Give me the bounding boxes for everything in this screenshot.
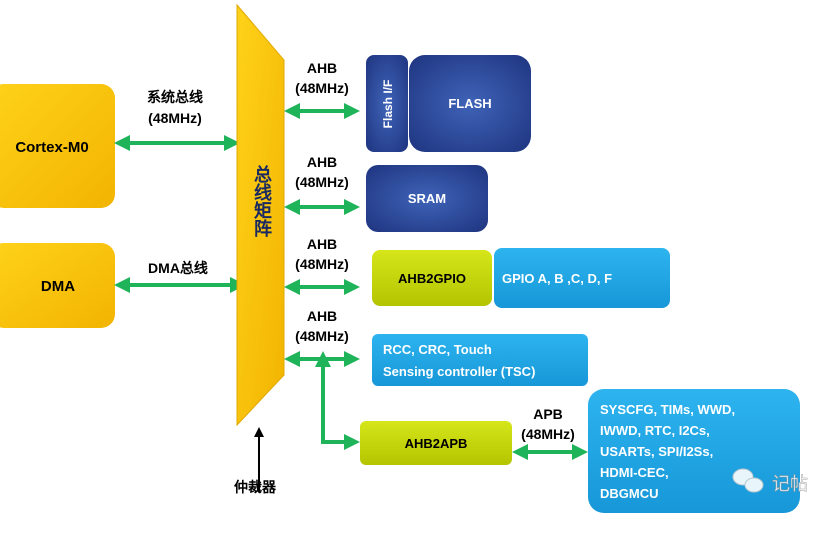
system-bus-freq: (48MHz) — [148, 110, 202, 126]
apb-peripherals-block: SYSCFG, TIMs, WWD, IWWD, RTC, I2Cs, USAR… — [588, 389, 800, 513]
ahb2apb-bus-arrow — [315, 351, 360, 450]
ahb-label-sram: AHB — [307, 154, 337, 170]
apb-periph-line: HDMI-CEC, — [600, 465, 669, 480]
flash-if-label: Flash I/F — [381, 80, 395, 129]
sram-block: SRAM — [366, 165, 488, 232]
wechat-icon — [732, 468, 764, 493]
cortex-m0-block: Cortex-M0 — [0, 84, 115, 208]
sram-label: SRAM — [408, 191, 446, 206]
ahb-freq-periph: (48MHz) — [295, 328, 349, 344]
gpio-label: GPIO A, B ,C, D, F — [502, 271, 612, 286]
flash-interface-block: Flash I/F — [366, 55, 408, 152]
ahb2apb-block: AHB2APB — [360, 421, 512, 465]
ahb-freq-gpio: (48MHz) — [295, 256, 349, 272]
flash-block: FLASH — [409, 55, 531, 152]
rcc-label-line2: Sensing controller (TSC) — [383, 364, 535, 379]
dma-bus-label: DMA总线 — [148, 260, 208, 276]
ahb2apb-label: AHB2APB — [405, 436, 468, 451]
flash-label: FLASH — [448, 96, 491, 111]
rcc-crc-tsc-block: RCC, CRC, Touch Sensing controller (TSC) — [372, 334, 588, 386]
wechat-watermark: 记帖 — [732, 468, 808, 494]
ahb-freq-sram: (48MHz) — [295, 174, 349, 190]
watermark-text: 记帖 — [772, 474, 808, 494]
gpio-block: GPIO A, B ,C, D, F — [494, 248, 670, 308]
rcc-label-line1: RCC, CRC, Touch — [383, 342, 492, 357]
dma-block: DMA — [0, 243, 115, 328]
ahb-label-flash: AHB — [307, 60, 337, 76]
apb-periph-line: DBGMCU — [600, 486, 659, 501]
apb-periph-line: SYSCFG, TIMs, WWD, — [600, 402, 735, 417]
apb-freq: (48MHz) — [521, 426, 575, 442]
ahb2gpio-label: AHB2GPIO — [398, 271, 466, 286]
system-bus-label: 系统总线 — [147, 89, 203, 105]
ahb-freq-flash: (48MHz) — [295, 80, 349, 96]
apb-periph-line: IWWD, RTC, I2Cs, — [600, 423, 710, 438]
ahb2gpio-block: AHB2GPIO — [372, 250, 492, 306]
dma-label: DMA — [41, 278, 75, 295]
ahb-label-gpio: AHB — [307, 236, 337, 252]
ahb-label-periph: AHB — [307, 308, 337, 324]
arbiter-label: 仲裁器 — [234, 479, 277, 495]
cortex-m0-label: Cortex-M0 — [15, 139, 88, 156]
bus-matrix-label: 总线矩阵 — [252, 164, 272, 238]
apb-label: APB — [533, 406, 563, 422]
apb-periph-line: USARTs, SPI/I2Ss, — [600, 444, 713, 459]
bus-matrix-block — [236, 3, 285, 427]
